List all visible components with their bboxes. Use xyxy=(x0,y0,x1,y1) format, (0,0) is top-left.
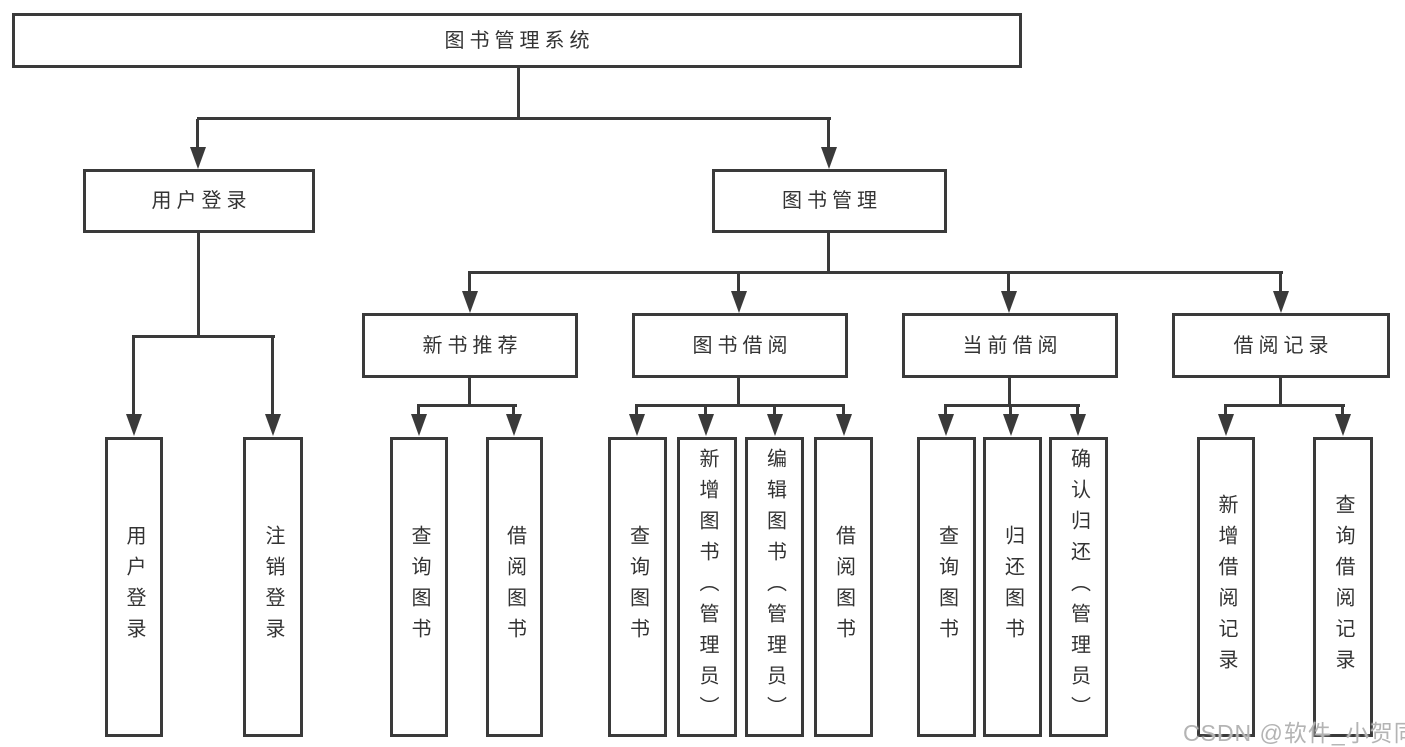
arrowhead-to-borrowing-records xyxy=(1273,291,1289,313)
node-user-login: 用户登录 xyxy=(83,169,315,233)
arrowhead-cb-leaf-1 xyxy=(938,414,954,436)
edge-root-drop xyxy=(517,68,520,120)
leaf-rec-query-books: 查询图书 xyxy=(390,437,448,737)
csdn-watermark: CSDN @软件_小贺同学 xyxy=(1183,720,1405,746)
leaf-cb-query-books: 查询图书 xyxy=(917,437,976,737)
edge-bb-drop xyxy=(737,378,740,407)
edge-mgmt-hbar xyxy=(468,271,1283,274)
arrowhead-to-book-borrowing xyxy=(731,291,747,313)
arrowhead-to-new-book-recommend xyxy=(462,291,478,313)
leaf-bb-add-books-admin: 新增图书（管理员） xyxy=(677,437,737,737)
leaf-cb-return-books: 归还图书 xyxy=(983,437,1042,737)
leaf-cb-confirm-return-admin: 确认归还（管理员） xyxy=(1049,437,1108,737)
edge-rec-stem-right xyxy=(512,406,515,416)
edge-br-stem-right xyxy=(1341,406,1344,416)
edge-login-hbar xyxy=(132,335,275,338)
edge-mgmt-stem-3 xyxy=(1007,273,1010,293)
edge-bb-stem-3 xyxy=(773,406,776,416)
edge-mgmt-stem-1 xyxy=(468,273,471,293)
node-current-borrowing: 当前借阅 xyxy=(902,313,1118,378)
edge-root-stem-right xyxy=(827,119,830,148)
edge-login-stem-right xyxy=(271,337,274,416)
edge-login-drop xyxy=(197,232,200,338)
leaf-br-add-borrow-record: 新增借阅记录 xyxy=(1197,437,1255,737)
edge-rec-drop xyxy=(468,378,471,407)
arrowhead-rec-leaf-1 xyxy=(411,414,427,436)
arrowhead-br-leaf-2 xyxy=(1335,414,1351,436)
edge-mgmt-stem-2 xyxy=(737,273,740,293)
arrowhead-br-leaf-1 xyxy=(1218,414,1234,436)
node-new-book-recommend: 新书推荐 xyxy=(362,313,578,378)
node-root: 图书管理系统 xyxy=(12,13,1022,68)
edge-mgmt-stem-4 xyxy=(1279,273,1282,293)
edge-bb-stem-4 xyxy=(842,406,845,416)
edge-cb-stem-2 xyxy=(1009,406,1012,416)
arrowhead-to-current-borrowing xyxy=(1001,291,1017,313)
arrowhead-cb-leaf-2 xyxy=(1003,414,1019,436)
edge-mgmt-drop xyxy=(827,232,830,273)
leaf-user-login: 用户登录 xyxy=(105,437,163,737)
edge-bb-stem-2 xyxy=(704,406,707,416)
leaf-br-query-borrow-record: 查询借阅记录 xyxy=(1313,437,1373,737)
arrowhead-bb-leaf-1 xyxy=(629,414,645,436)
edge-root-stem-left xyxy=(196,119,199,148)
edge-login-stem-left xyxy=(132,337,135,416)
node-borrowing-records: 借阅记录 xyxy=(1172,313,1390,378)
edge-br-stem-left xyxy=(1224,406,1227,416)
edge-br-hbar xyxy=(1224,404,1345,407)
arrowhead-to-book-management xyxy=(821,147,837,169)
leaf-logout-login: 注销登录 xyxy=(243,437,303,737)
node-book-management: 图书管理 xyxy=(712,169,947,233)
edge-bb-stem-1 xyxy=(635,406,638,416)
arrowhead-to-user-login xyxy=(190,147,206,169)
edge-cb-drop xyxy=(1008,378,1011,407)
leaf-rec-borrow-books: 借阅图书 xyxy=(486,437,543,737)
arrowhead-cb-leaf-3 xyxy=(1070,414,1086,436)
arrowhead-bb-leaf-4 xyxy=(836,414,852,436)
edge-cb-hbar xyxy=(944,404,1080,407)
leaf-bb-edit-books-admin: 编辑图书（管理员） xyxy=(745,437,804,737)
leaf-bb-query-books: 查询图书 xyxy=(608,437,667,737)
edge-root-hbar xyxy=(197,117,831,120)
arrowhead-bb-leaf-3 xyxy=(767,414,783,436)
edge-rec-hbar xyxy=(417,404,517,407)
node-book-borrowing: 图书借阅 xyxy=(632,313,848,378)
leaf-bb-borrow-books: 借阅图书 xyxy=(814,437,873,737)
arrowhead-bb-leaf-2 xyxy=(698,414,714,436)
edge-cb-stem-3 xyxy=(1076,406,1079,416)
edge-br-drop xyxy=(1279,378,1282,407)
edge-rec-stem-left xyxy=(417,406,420,416)
edge-bb-hbar xyxy=(635,404,845,407)
edge-cb-stem-1 xyxy=(944,406,947,416)
arrowhead-to-leaf-user-login xyxy=(126,414,142,436)
arrowhead-rec-leaf-2 xyxy=(506,414,522,436)
arrowhead-to-leaf-logout xyxy=(265,414,281,436)
